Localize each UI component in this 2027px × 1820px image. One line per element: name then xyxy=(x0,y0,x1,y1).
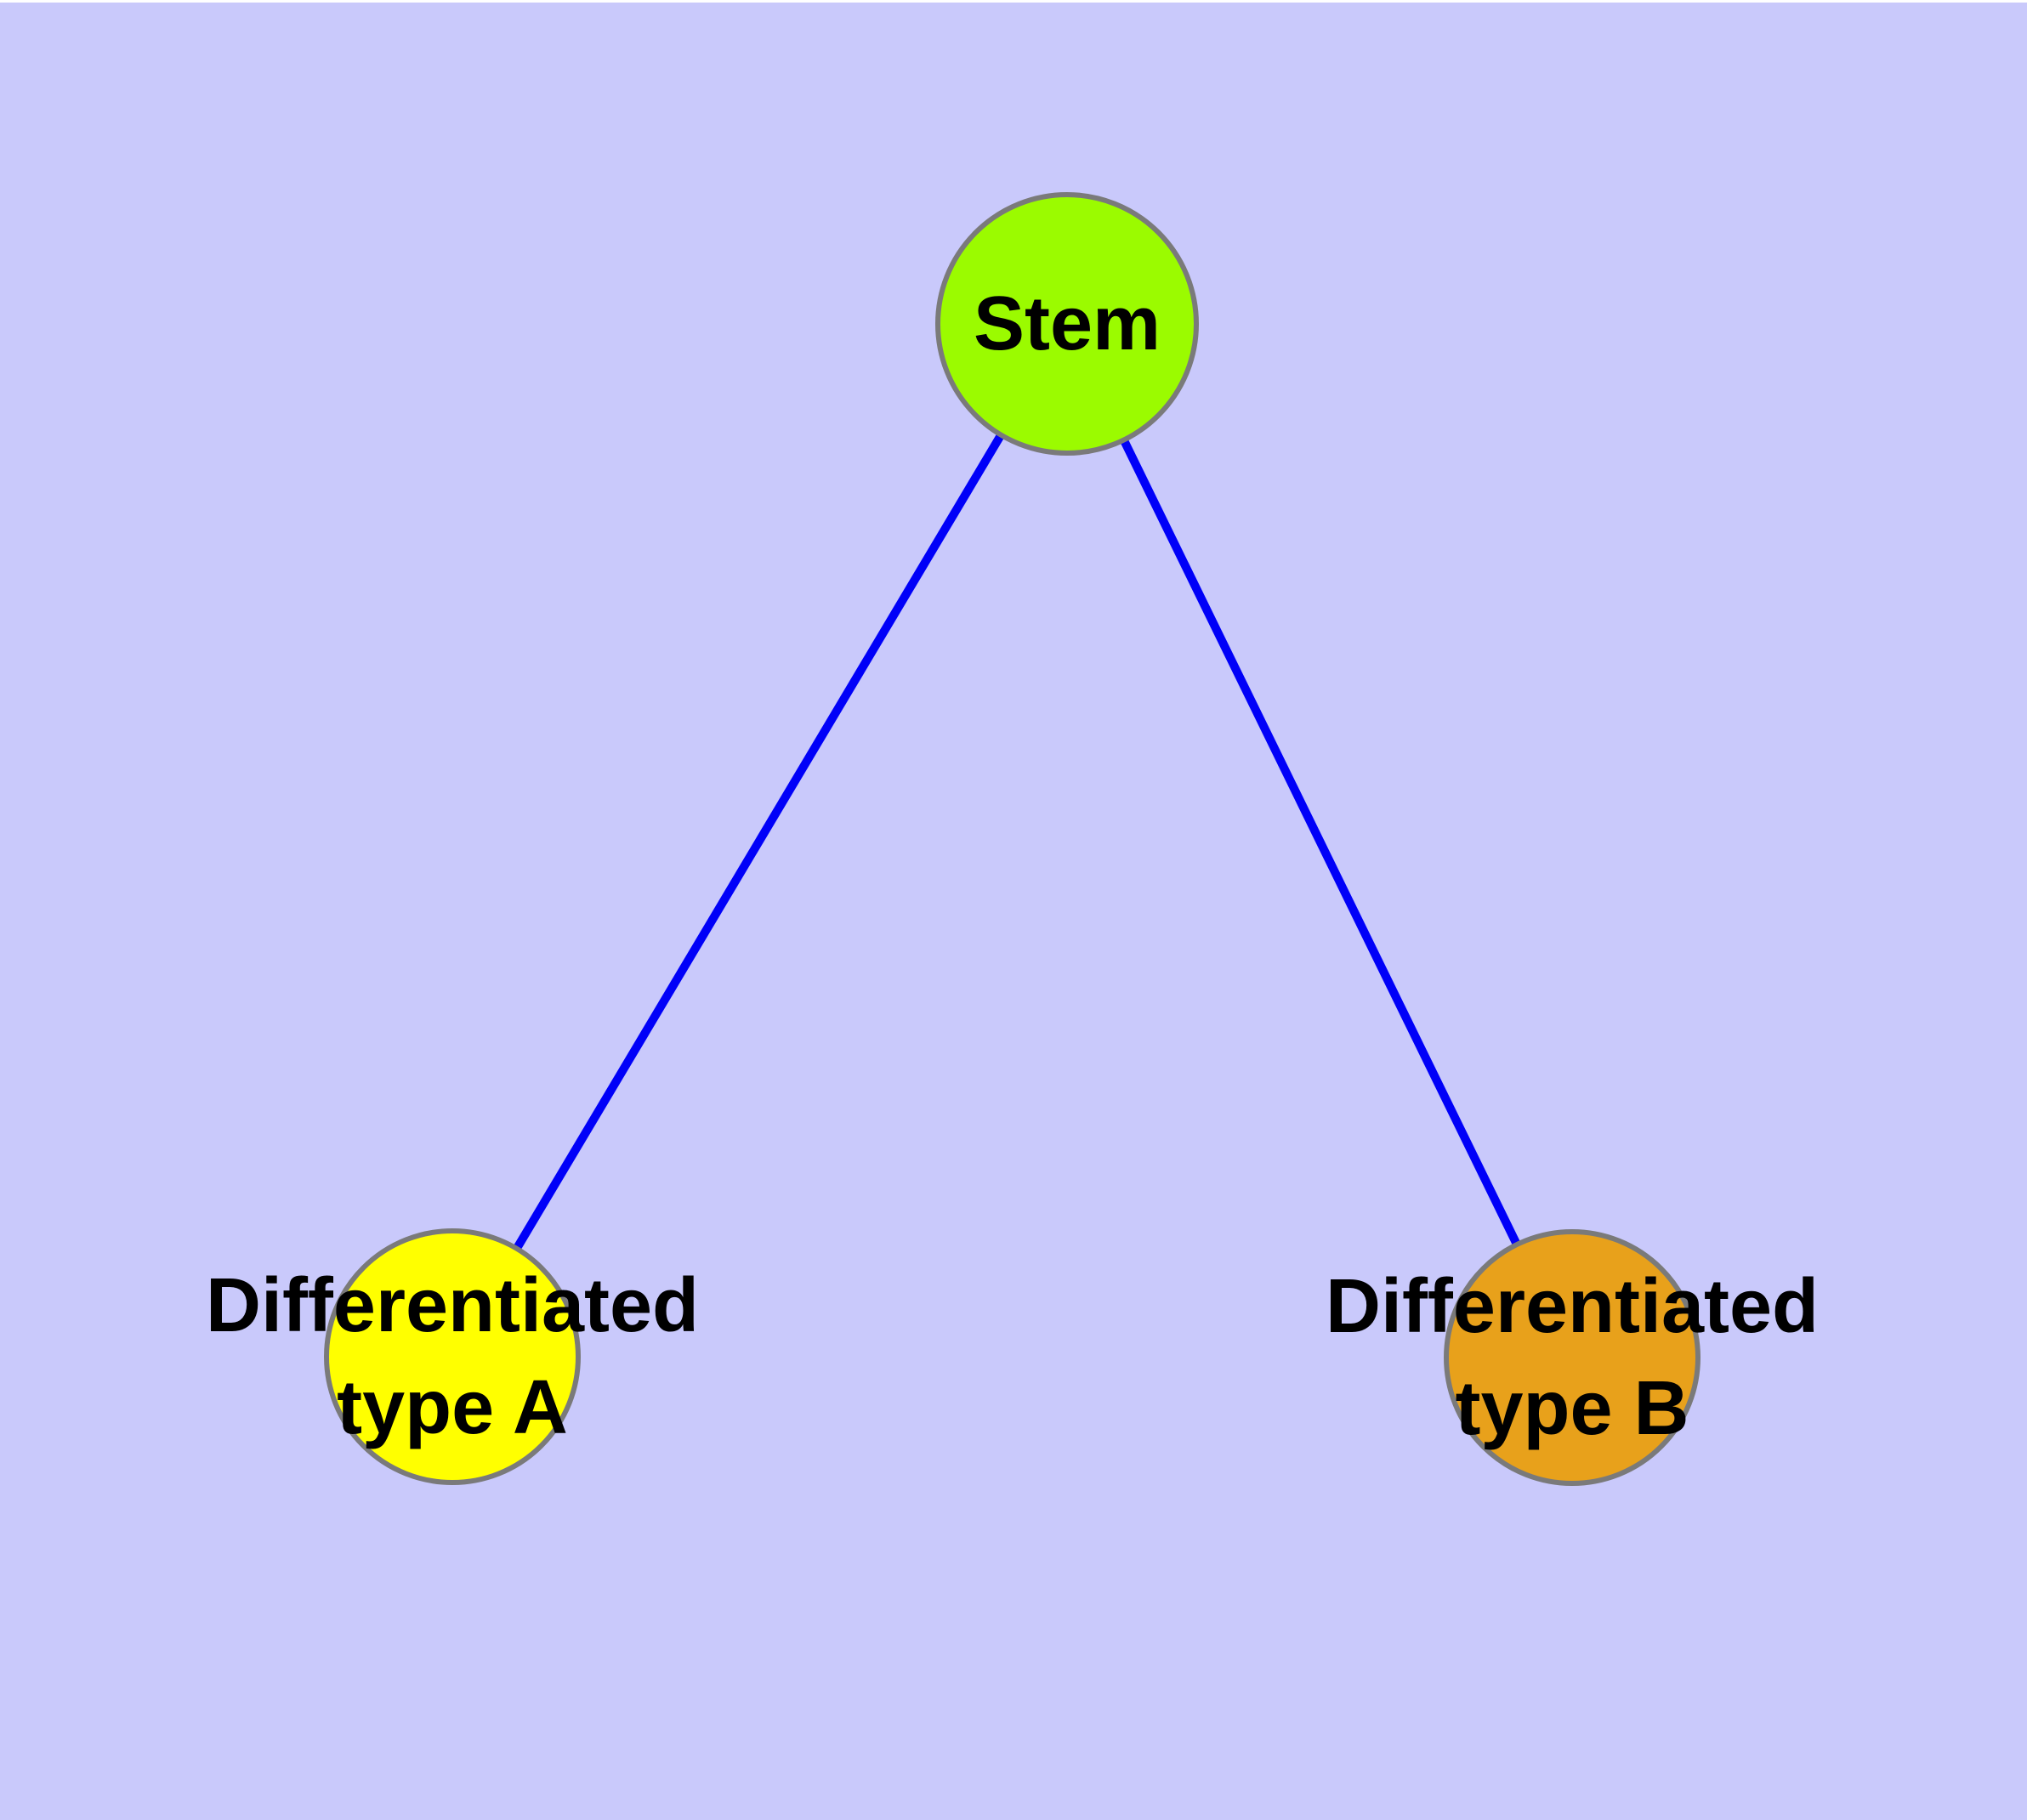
node-differentiated-type-a xyxy=(324,1228,581,1485)
node-label-differentiated-type-a-line-1: Differentiated xyxy=(206,1263,699,1348)
node-label-differentiated-type-b-line-2: type B xyxy=(1455,1366,1689,1451)
node-label-differentiated-type-b-line-1: Differentiated xyxy=(1326,1264,1819,1349)
node-differentiated-type-b xyxy=(1444,1229,1701,1486)
edge-stem-to-differentiated-type-b xyxy=(1063,321,1576,1360)
node-stem xyxy=(935,192,1199,456)
node-label-differentiated-type-a-line-2: type A xyxy=(337,1365,568,1450)
node-label-stem-line-1: Stem xyxy=(974,281,1161,366)
edge-stem-to-differentiated-type-a xyxy=(448,321,1071,1359)
